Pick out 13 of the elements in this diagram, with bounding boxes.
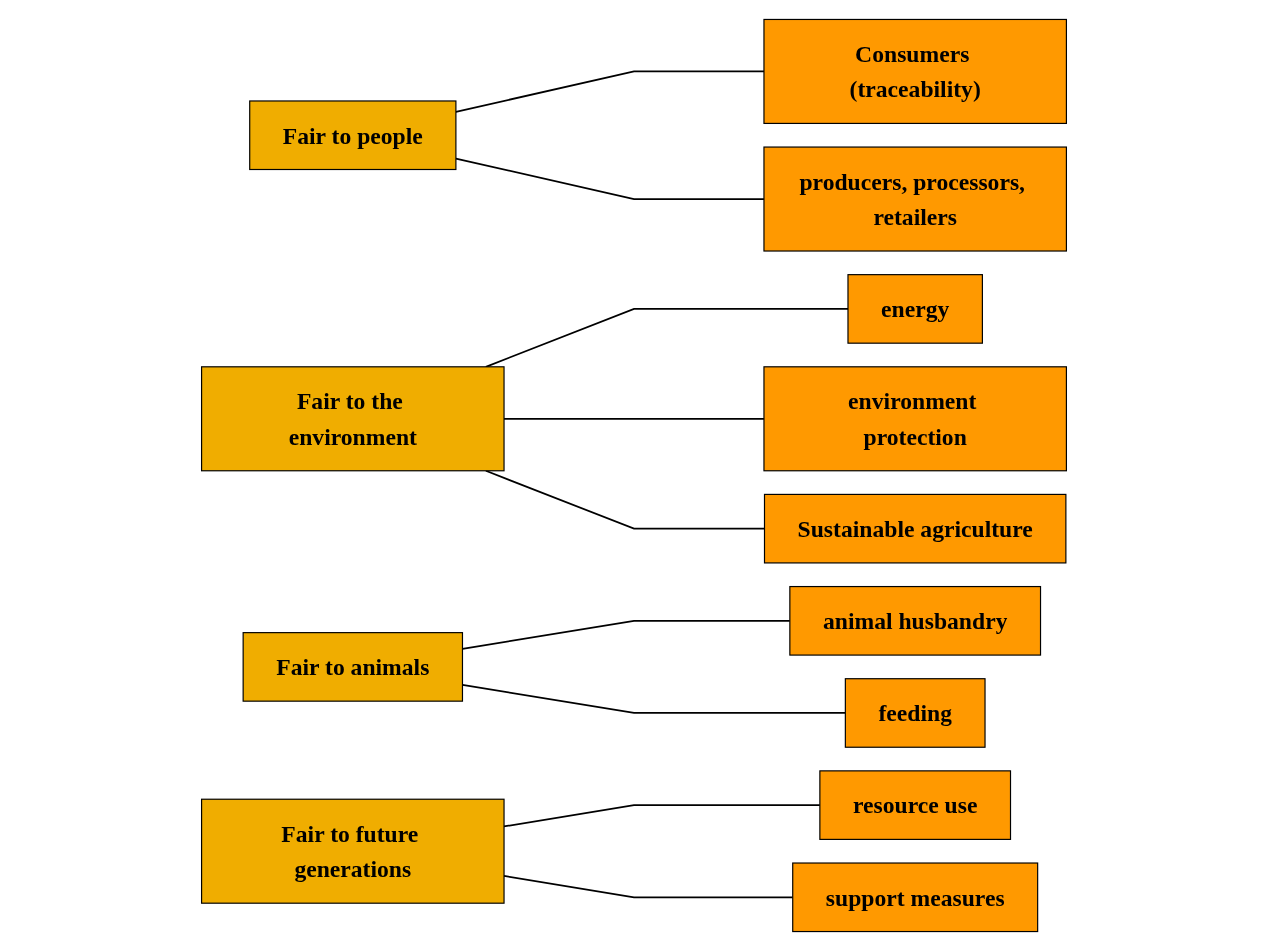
- node-box: Fair to people: [249, 100, 457, 171]
- node-box: Sustainable agriculture: [763, 493, 1067, 564]
- node-box: producers, processors, retailers: [763, 146, 1067, 252]
- node-box: support measures: [792, 862, 1039, 933]
- node-box: resource use: [819, 770, 1012, 840]
- node-box: Fair to the environment: [201, 366, 505, 472]
- node-box: animal husbandry: [789, 585, 1042, 656]
- node-box: Fair to animals: [242, 632, 464, 702]
- node-box: environment protection: [763, 366, 1067, 472]
- node-box: Fair to future generations: [201, 798, 505, 904]
- node-box: energy: [847, 274, 983, 344]
- node-box: feeding: [844, 678, 986, 748]
- node-box: Consumers (traceability): [763, 18, 1067, 124]
